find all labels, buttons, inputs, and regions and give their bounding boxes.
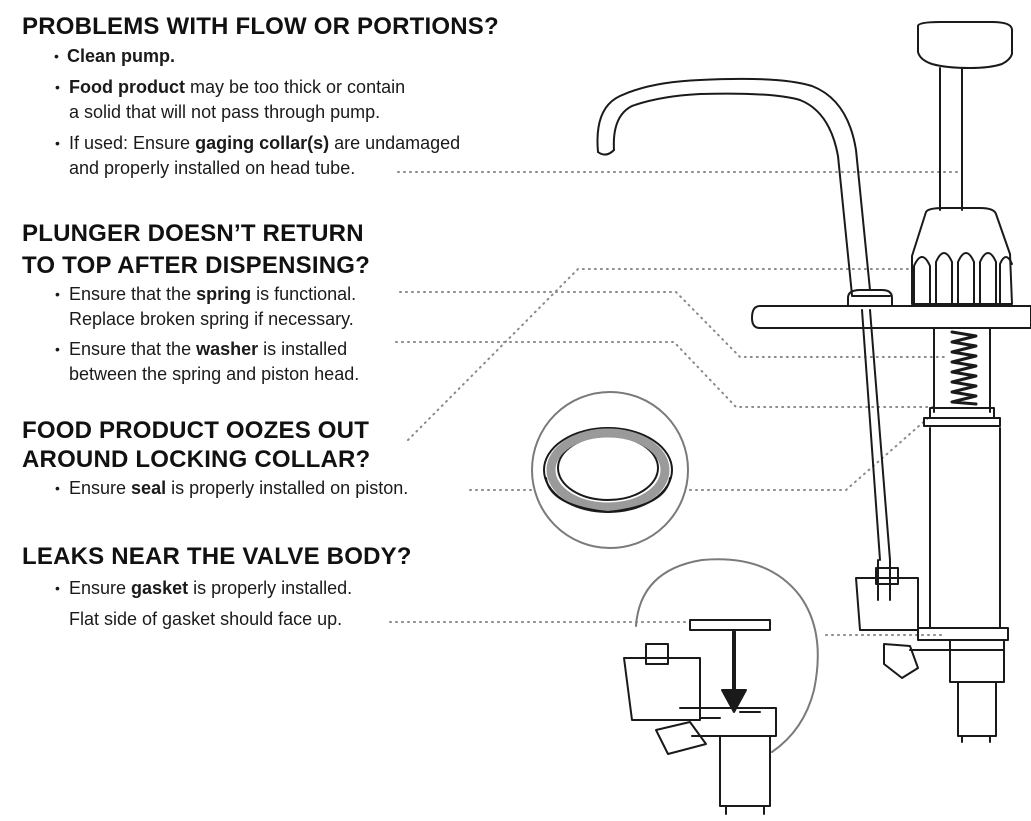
- bullet-text: If used: Ensure: [69, 133, 196, 153]
- bullet-dot: •: [54, 48, 59, 64]
- bullet-text: Ensure: [69, 478, 132, 498]
- bullet-text-line2: a solid that will not pass through pump.: [69, 102, 381, 122]
- bullet-clean-pump: • Clean pump.: [22, 44, 499, 69]
- leader-lines: [389, 171, 959, 636]
- mounting-plate: [751, 289, 1031, 329]
- bullet-dot: •: [55, 135, 60, 151]
- bullet-text-line2: Replace broken spring if necessary.: [69, 309, 354, 329]
- valve-gasket-detail: [623, 558, 819, 815]
- section-valve-leaks: LEAKS NEAR THE VALVE BODY? • Ensure gask…: [22, 542, 412, 632]
- bullet-text-line2: and properly installed on head tube.: [69, 158, 356, 178]
- bullet-text: is properly installed on piston.: [166, 478, 409, 498]
- piston-head: [923, 417, 1001, 427]
- bullet-text: Ensure that the: [69, 284, 197, 304]
- spout: [596, 77, 891, 601]
- valve-assembly-main: [855, 567, 1005, 743]
- head-tube-sleeve: [933, 327, 991, 413]
- bullet-list: • Ensure that the spring is functional. …: [22, 282, 370, 387]
- bullet-text: is installed: [258, 339, 348, 359]
- heading-oozes: FOOD PRODUCT OOZES OUT AROUND LOCKING CO…: [22, 416, 408, 474]
- bullet-gasket: • Ensure gasket is properly installed.: [22, 576, 412, 601]
- bold-term: gasket: [131, 578, 189, 598]
- bullet-text: Ensure that the: [69, 339, 197, 359]
- bold-term: Clean pump.: [67, 46, 176, 66]
- heading-line: FOOD PRODUCT OOZES OUT: [22, 417, 370, 444]
- bullet-list: • Ensure gasket is properly installed. F…: [22, 576, 412, 632]
- bullet-washer: • Ensure that the washer is installed be…: [22, 337, 370, 387]
- bullet-gaging-collar: • If used: Ensure gaging collar(s) are u…: [22, 131, 499, 181]
- spring: [950, 330, 978, 406]
- bullet-dot: •: [55, 580, 60, 596]
- seal-detail: [531, 391, 689, 549]
- bullet-seal: • Ensure seal is properly installed on p…: [22, 476, 408, 501]
- heading-line: AROUND LOCKING COLLAR?: [22, 446, 371, 473]
- heading-valve-leaks: LEAKS NEAR THE VALVE BODY?: [22, 543, 412, 570]
- bullet-dot: •: [55, 79, 60, 95]
- leader-locking-collar: [407, 268, 911, 441]
- bullet-text: are undamaged: [329, 133, 461, 153]
- down-arrow-icon: [721, 689, 747, 713]
- leader-seal-right: [689, 417, 929, 491]
- bullet-text: is functional.: [251, 284, 357, 304]
- bullet-dot: •: [55, 480, 60, 496]
- heading-line: TO TOP AFTER DISPENSING?: [22, 252, 370, 279]
- pump-body: [917, 427, 1009, 641]
- bold-term: spring: [196, 284, 252, 304]
- bullet-spring: • Ensure that the spring is functional. …: [22, 282, 370, 332]
- bullet-list: • Ensure seal is properly installed on p…: [22, 476, 408, 501]
- bullet-dot: •: [55, 286, 60, 302]
- bullet-text: Ensure: [69, 578, 132, 598]
- bullet-list: • Clean pump. • Food product may be too …: [22, 44, 499, 181]
- note-text: Flat side of gasket should face up.: [69, 609, 343, 629]
- section-oozes: FOOD PRODUCT OOZES OUT AROUND LOCKING CO…: [22, 416, 408, 501]
- bold-term: seal: [131, 478, 167, 498]
- section-flow-portions: PROBLEMS WITH FLOW OR PORTIONS? • Clean …: [22, 12, 499, 181]
- bullet-food-product: • Food product may be too thick or conta…: [22, 75, 499, 125]
- bullet-text: is properly installed.: [188, 578, 353, 598]
- bold-term: gaging collar(s): [195, 133, 330, 153]
- heading-plunger: PLUNGER DOESN’T RETURN TO TOP AFTER DISP…: [22, 218, 370, 282]
- bold-term: washer: [196, 339, 259, 359]
- bullet-text-line2: between the spring and piston head.: [69, 364, 360, 384]
- washer: [929, 407, 995, 419]
- gaging-collar: [911, 207, 1013, 305]
- bold-term: Food product: [69, 77, 185, 97]
- heading-flow-portions: PROBLEMS WITH FLOW OR PORTIONS?: [22, 13, 499, 40]
- section-plunger: PLUNGER DOESN’T RETURN TO TOP AFTER DISP…: [22, 218, 370, 387]
- pump-handle: [917, 21, 1013, 211]
- leader-washer: [395, 341, 937, 408]
- gasket-note: Flat side of gasket should face up.: [22, 607, 412, 632]
- heading-line: PLUNGER DOESN’T RETURN: [22, 220, 364, 247]
- bullet-dot: •: [55, 341, 60, 357]
- leader-spring: [399, 291, 949, 358]
- bullet-text: may be too thick or contain: [184, 77, 406, 97]
